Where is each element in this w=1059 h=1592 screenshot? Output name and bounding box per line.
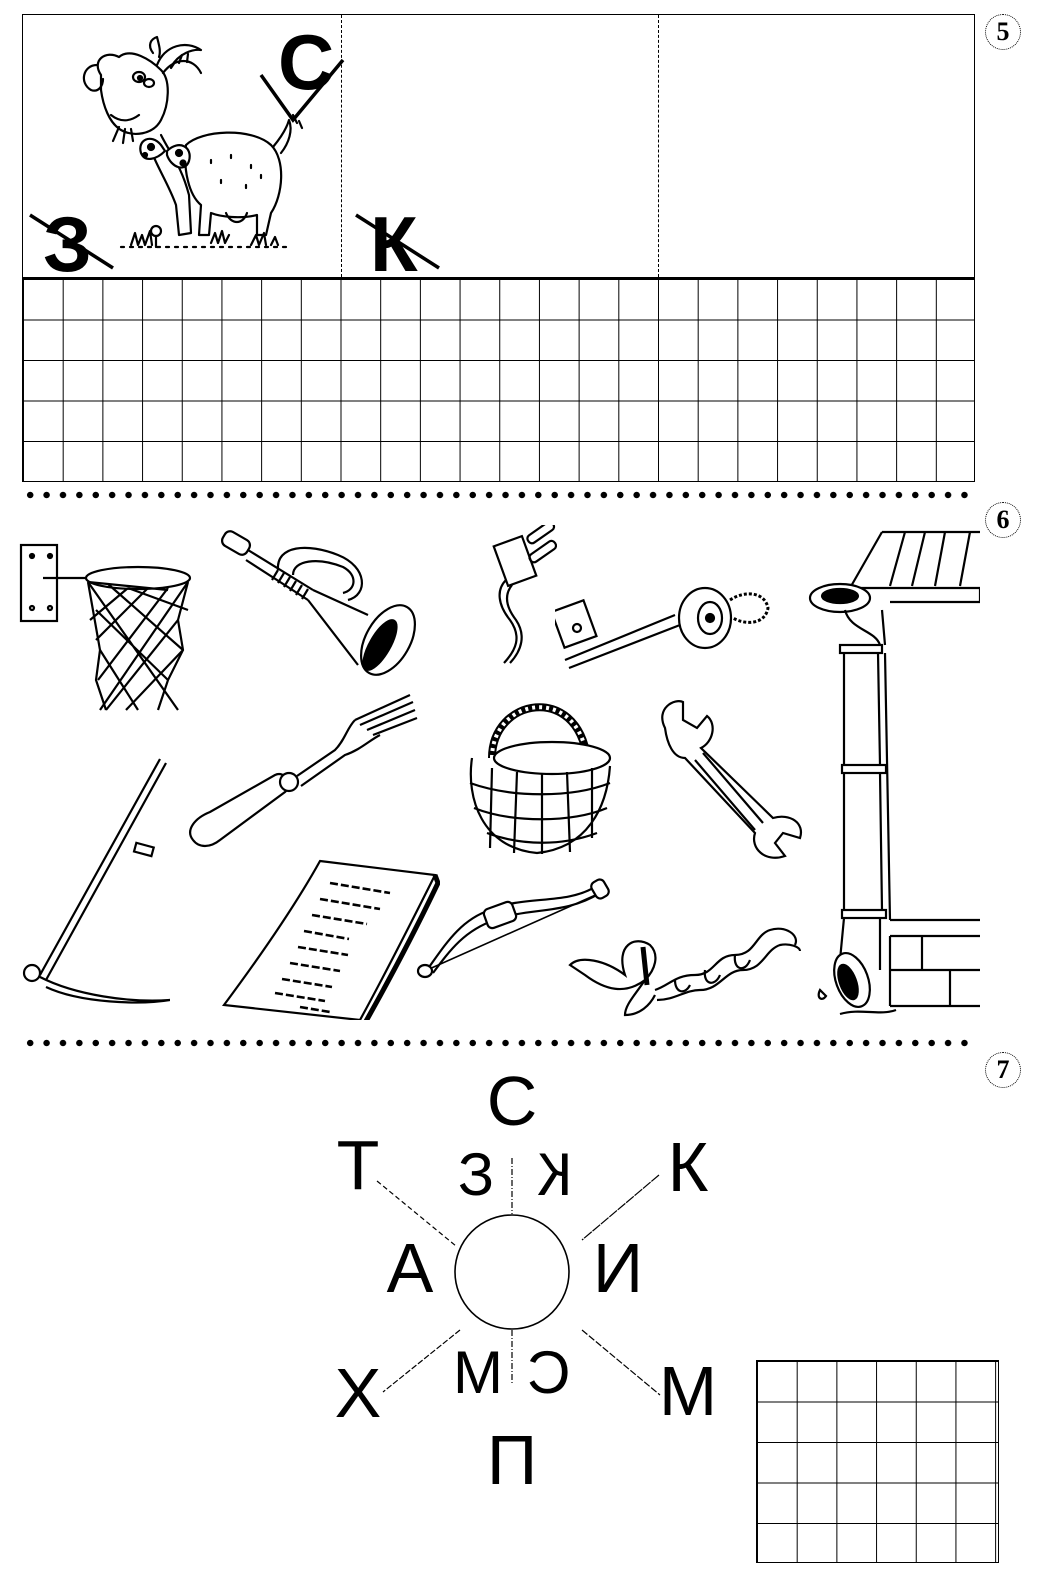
horn-icon: [220, 530, 417, 676]
strike-line-icon: [29, 213, 114, 270]
outer-letter-left: А: [386, 1229, 434, 1307]
exercise5-picture-frame: С З К: [22, 14, 975, 283]
outer-letter-bottom: П: [486, 1421, 538, 1499]
writing-grid-large[interactable]: [22, 278, 975, 482]
empty-cell-2: К: [341, 15, 658, 283]
basket-icon: [469, 703, 612, 855]
strike-line-icon: [355, 213, 440, 270]
letter-s-checked: С: [278, 18, 335, 106]
outer-letter-top: С: [486, 1062, 538, 1140]
plug-icon: [492, 525, 558, 664]
outer-letter-top-left: Т: [336, 1126, 380, 1204]
outer-letter-top-right: К: [667, 1128, 709, 1206]
letter-k-crossed: К: [370, 200, 418, 288]
goat-cell: С З: [23, 15, 345, 283]
inner-letter-lower-left: М: [453, 1339, 503, 1406]
exercise-number-6: 6: [985, 502, 1021, 538]
inner-letter-upper-left: З: [457, 1141, 495, 1208]
drainpipe-icon: [808, 530, 980, 1016]
goat-illustration-icon: [82, 35, 304, 249]
exercise-number-5: 5: [985, 14, 1021, 50]
check-mark-icon: [259, 58, 345, 123]
wrench-icon: [661, 700, 803, 859]
inner-letter-lower-right-mirrored: С: [527, 1339, 571, 1406]
scythe-icon: [22, 758, 170, 1004]
letter-z-crossed: З: [43, 200, 92, 288]
letter-paper-icon: [221, 859, 440, 1020]
empty-cell-3: [658, 15, 974, 277]
center-circle: [454, 1214, 570, 1330]
inner-letter-upper-right-mirrored: К: [537, 1141, 573, 1208]
outer-letter-bottom-right: М: [658, 1352, 718, 1430]
dotted-divider: [22, 491, 977, 499]
key-icon: [555, 586, 770, 670]
dotted-divider: [22, 1039, 977, 1047]
basketball-hoop-icon: [19, 543, 192, 711]
outer-letter-bottom-left: Х: [334, 1354, 382, 1432]
exercise-number-7: 7: [985, 1052, 1021, 1088]
fork-icon: [189, 693, 418, 848]
writing-grid-small[interactable]: [756, 1360, 999, 1563]
bow-icon: [416, 878, 610, 979]
braid-icon: [568, 927, 802, 1017]
outer-letter-right: И: [592, 1229, 644, 1307]
